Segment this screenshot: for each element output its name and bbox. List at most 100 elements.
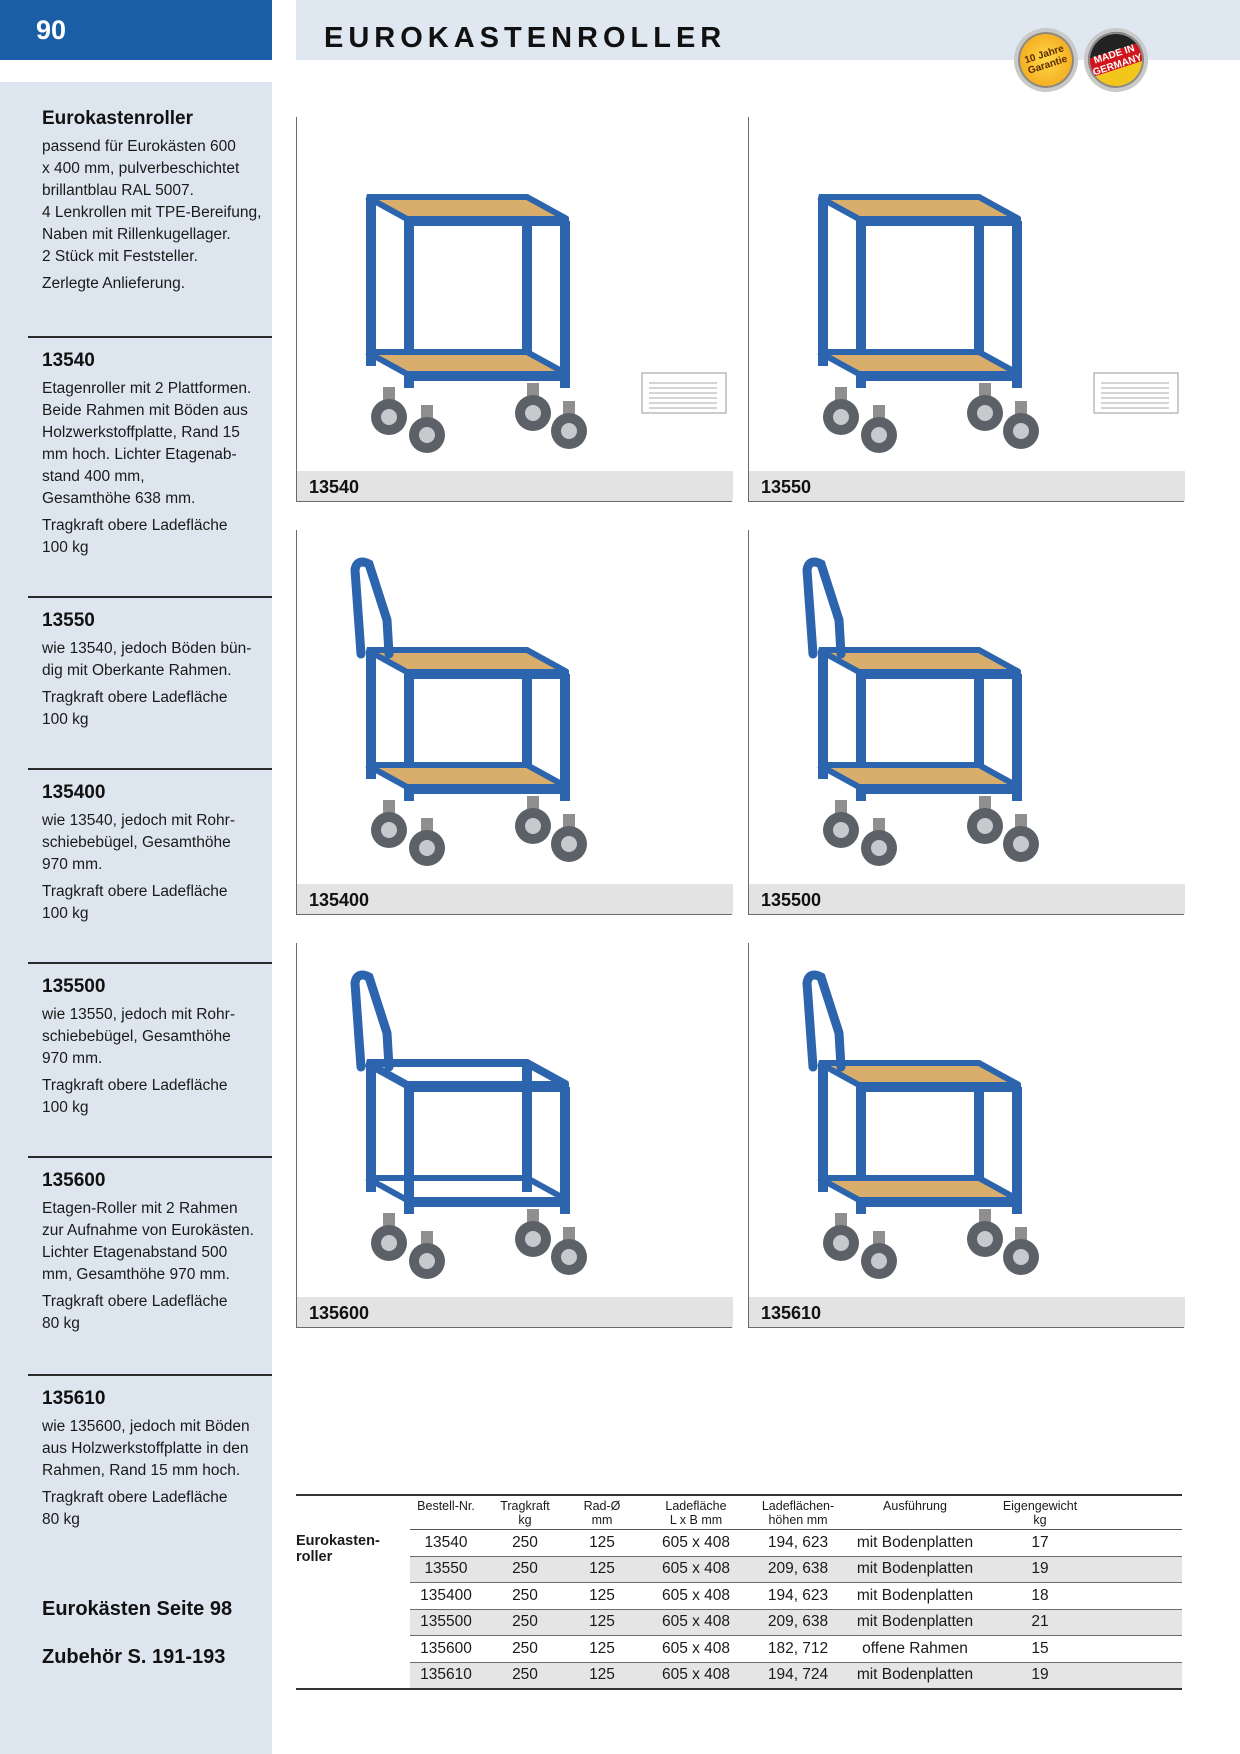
cell-ladeflaechenhoehen: 182, 712 [756, 1635, 840, 1663]
cell-eigengewicht: 21 [990, 1609, 1090, 1636]
trolley-13540-image [365, 194, 727, 453]
cell-ladeflaeche: 605 x 408 [636, 1529, 756, 1557]
cell-ausfuehrung: offene Rahmen [840, 1635, 990, 1663]
cell-bestell-nr: 135400 [410, 1582, 482, 1610]
cell-rad: 125 [568, 1556, 636, 1583]
cell-eigengewicht: 15 [990, 1635, 1090, 1663]
title-band: EUROKASTENROLLER 10 Jahre Garantie MADE … [296, 0, 1240, 101]
product-card-135600: 135600 [296, 943, 733, 1328]
cell-bestell-nr: 13550 [410, 1556, 482, 1583]
product-caption: 135600 [297, 1297, 733, 1327]
cell-eigengewicht: 18 [990, 1582, 1090, 1610]
cell-tragkraft: 250 [482, 1662, 568, 1690]
section-description: wie 135600, jedoch mit Böden aus Holzwer… [42, 1418, 250, 1479]
cell-spacer [1090, 1529, 1182, 1557]
sidebar: Eurokastenroller passend für Eurokästen … [0, 82, 272, 1754]
cell-ladeflaeche: 605 x 408 [636, 1582, 756, 1610]
cell-spacer [1090, 1556, 1182, 1583]
cell-rad: 125 [568, 1529, 636, 1557]
cell-bestell-nr: 135500 [410, 1609, 482, 1636]
section-description: Etagen-Roller mit 2 Rahmen zur Aufnahme … [42, 1200, 254, 1283]
page-number: 90 [0, 0, 272, 60]
header-bestell-nr: Bestell-Nr. [410, 1494, 482, 1530]
section-heading: 135400 [42, 782, 106, 803]
product-caption: 135500 [749, 884, 1185, 914]
section-heading: 13540 [42, 350, 95, 371]
cell-ladeflaeche: 605 x 408 [636, 1662, 756, 1690]
product-caption: 13550 [749, 471, 1185, 501]
trolley-135600-image [350, 970, 587, 1279]
section-description: wie 13540, jedoch Böden bün- dig mit Obe… [42, 640, 252, 679]
section-description: wie 13550, jedoch mit Rohr- schiebebügel… [42, 1006, 235, 1067]
section-heading: 135500 [42, 976, 106, 997]
cell-tragkraft: 250 [482, 1635, 568, 1663]
cell-rad: 125 [568, 1662, 636, 1690]
cell-rad: 125 [568, 1635, 636, 1663]
product-card-135500: 135500 [748, 530, 1185, 915]
section-135610: 135610 wie 135600, jedoch mit Böden aus … [28, 1374, 272, 1536]
header-ladeflaechenhoehen: Ladeflächen- höhen mm [756, 1494, 840, 1530]
section-13540: 13540 Etagenroller mit 2 Plattformen. Be… [28, 336, 272, 564]
cell-ausfuehrung: mit Bodenplatten [840, 1662, 990, 1690]
cell-spacer [1090, 1609, 1182, 1636]
section-capacity: Tragkraft obere Ladefläche 100 kg [42, 1077, 228, 1116]
cell-rad: 125 [568, 1609, 636, 1636]
cell-tragkraft: 250 [482, 1609, 568, 1636]
trolley-13550-image [817, 194, 1179, 453]
cell-spacer [1090, 1635, 1182, 1663]
section-capacity: Tragkraft obere Ladefläche 100 kg [42, 883, 228, 922]
cell-spacer [1090, 1582, 1182, 1610]
cell-ausfuehrung: mit Bodenplatten [840, 1609, 990, 1636]
section-description: Etagenroller mit 2 Plattformen. Beide Ra… [42, 380, 252, 507]
product-card-13540: 13540 [296, 117, 733, 502]
header-ausfuehrung: Ausführung [840, 1494, 990, 1530]
cell-bestell-nr: 13540 [410, 1529, 482, 1557]
cell-ladeflaechenhoehen: 209, 638 [756, 1556, 840, 1583]
cell-bestell-nr: 135600 [410, 1635, 482, 1663]
warranty-badge-icon: 10 Jahre Garantie [1005, 19, 1087, 101]
cell-ausfuehrung: mit Bodenplatten [840, 1556, 990, 1583]
intro-heading: Eurokastenroller [42, 108, 193, 129]
section-13550: 13550 wie 13540, jedoch Böden bün- dig m… [28, 596, 272, 736]
section-capacity: Tragkraft obere Ladefläche 80 kg [42, 1489, 228, 1528]
section-heading: 13550 [42, 610, 95, 631]
cell-ausfuehrung: mit Bodenplatten [840, 1582, 990, 1610]
cell-rad: 125 [568, 1582, 636, 1610]
section-heading: 135610 [42, 1388, 106, 1409]
section-heading: 135600 [42, 1170, 106, 1191]
cell-bestell-nr: 135610 [410, 1662, 482, 1690]
cell-ladeflaechenhoehen: 209, 638 [756, 1609, 840, 1636]
product-card-135610: 135610 [748, 943, 1185, 1328]
section-capacity: Tragkraft obere Ladefläche 100 kg [42, 517, 228, 556]
cell-ladeflaechenhoehen: 194, 724 [756, 1662, 840, 1690]
table-row-label: Eurokasten- roller [296, 1529, 410, 1690]
cell-tragkraft: 250 [482, 1582, 568, 1610]
cell-tragkraft: 250 [482, 1556, 568, 1583]
reference-eurokaesten: Eurokästen Seite 98 [42, 1598, 233, 1620]
product-card-13550: 13550 [748, 117, 1185, 502]
product-caption: 13540 [297, 471, 733, 501]
page-title: EUROKASTENROLLER [324, 22, 727, 54]
cell-spacer [1090, 1662, 1182, 1690]
table-header-row: Bestell-Nr. Tragkraft kg Rad-Ø mm Ladefl… [296, 1494, 1182, 1530]
cell-eigengewicht: 19 [990, 1556, 1090, 1583]
cell-eigengewicht: 17 [990, 1529, 1090, 1557]
spec-table: Bestell-Nr. Tragkraft kg Rad-Ø mm Ladefl… [296, 1494, 1182, 1690]
cell-ladeflaeche: 605 x 408 [636, 1635, 756, 1663]
cell-ladeflaechenhoehen: 194, 623 [756, 1529, 840, 1557]
cell-ladeflaeche: 605 x 408 [636, 1609, 756, 1636]
intro-description: passend für Eurokästen 600 x 400 mm, pul… [42, 138, 262, 265]
section-135500: 135500 wie 13550, jedoch mit Rohr- schie… [28, 962, 272, 1124]
cell-ladeflaeche: 605 x 408 [636, 1556, 756, 1583]
product-caption: 135610 [749, 1297, 1185, 1327]
header-rad: Rad-Ø mm [568, 1494, 636, 1530]
header-eigengewicht: Eigengewicht kg [990, 1494, 1090, 1530]
section-capacity: Tragkraft obere Ladefläche 100 kg [42, 689, 228, 728]
intro-delivery-note: Zerlegte Anlieferung. [42, 275, 186, 292]
